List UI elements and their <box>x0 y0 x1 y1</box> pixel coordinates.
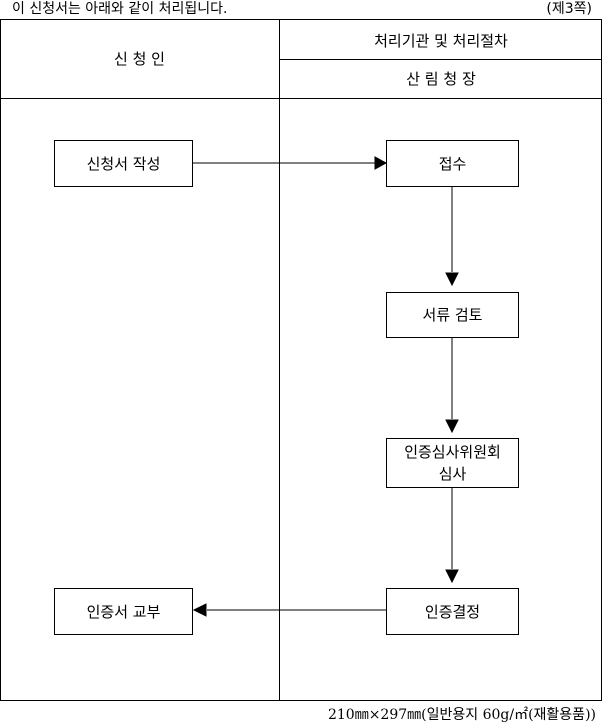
page-number: (제3쪽) <box>546 1 592 17</box>
step-apply-label: 신청서 작성 <box>86 154 161 173</box>
step-decision: 인증결정 <box>386 588 519 635</box>
step-committee: 인증심사위원회 심사 <box>386 438 519 488</box>
step-issue: 인증서 교부 <box>54 588 193 635</box>
step-committee-label-1: 인증심사위원회 <box>404 443 501 461</box>
header-note: 이 신청서는 아래와 같이 처리됩니다. <box>12 1 228 17</box>
arrow-to-decision <box>445 569 459 584</box>
arrow-to-receipt <box>374 156 388 170</box>
header-subdivider <box>279 59 602 60</box>
arrow-to-review <box>445 272 459 287</box>
step-receipt: 접수 <box>386 140 519 187</box>
agency-name: 산 림 청 장 <box>406 70 476 88</box>
arrow-to-committee <box>445 419 459 434</box>
step-review: 서류 검토 <box>386 292 519 338</box>
header-bottom-line <box>0 98 602 99</box>
step-review-label: 서류 검토 <box>422 306 483 324</box>
agency-column-header: 처리기관 및 처리절차 <box>374 32 508 50</box>
applicant-column-header: 신 청 인 <box>114 50 165 68</box>
process-table <box>0 19 602 701</box>
step-issue-label: 인증서 교부 <box>86 602 161 621</box>
step-apply: 신청서 작성 <box>54 140 193 187</box>
step-committee-label-2: 심사 <box>438 465 467 483</box>
column-divider <box>279 19 280 701</box>
arrow-to-issue <box>192 603 207 617</box>
step-decision-label: 인증결정 <box>424 602 481 621</box>
step-receipt-label: 접수 <box>438 154 467 173</box>
paper-spec-footer: 210㎜×297㎜(일반용지 60g/㎡(재활용품)) <box>327 707 596 723</box>
